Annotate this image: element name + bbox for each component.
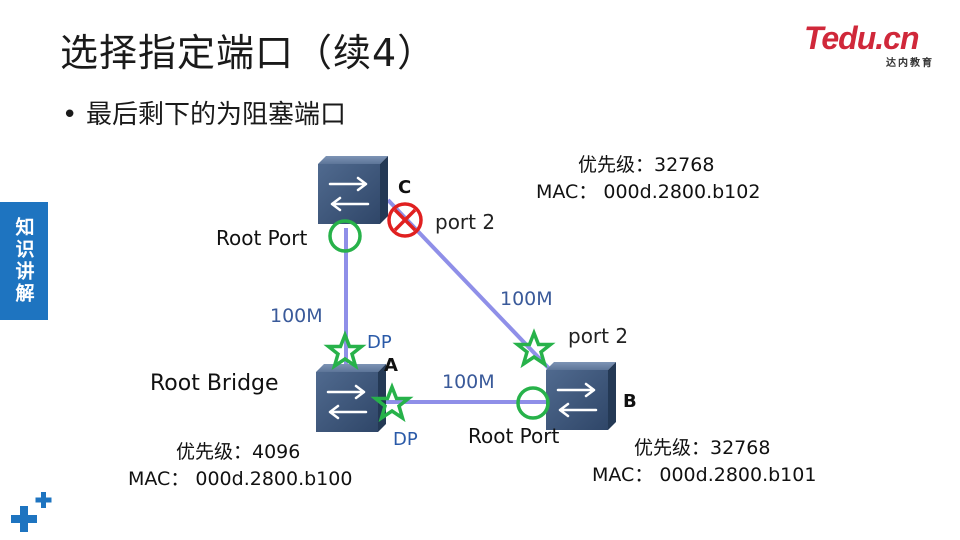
logo-text: Tedu.cn bbox=[804, 20, 919, 56]
link-label-a-b: 100M bbox=[442, 371, 495, 393]
port-label-c-root: Root Port bbox=[216, 226, 307, 250]
switch-b-icon bbox=[544, 360, 618, 432]
port-label-b-port2: port 2 bbox=[568, 324, 628, 348]
switch-b-letter: B bbox=[623, 391, 637, 412]
logo: Tedu.cn 达内教育 bbox=[804, 20, 944, 69]
switch-a-mac: MAC： 000d.2800.b100 bbox=[128, 468, 352, 490]
bullet-dot: • bbox=[62, 100, 78, 130]
logo-subtext: 达内教育 bbox=[886, 58, 934, 69]
switch-b-mac: MAC： 000d.2800.b101 bbox=[592, 464, 816, 486]
blocked-port-marker bbox=[387, 202, 423, 238]
root-port-marker-c bbox=[328, 219, 362, 253]
bullet-item: • 最后剩下的为阻塞端口 bbox=[62, 94, 346, 131]
switch-c-mac: MAC： 000d.2800.b102 bbox=[536, 181, 760, 203]
switch-b-priority: 优先级：32768 bbox=[634, 437, 770, 459]
port-label-c-port2: port 2 bbox=[435, 210, 495, 234]
side-tab: 知识讲解 bbox=[0, 202, 48, 320]
page-title: 选择指定端口（续4） bbox=[60, 31, 437, 75]
link-label-c-b: 100M bbox=[500, 288, 553, 310]
root-bridge-label: Root Bridge bbox=[150, 371, 279, 396]
root-port-marker-b bbox=[516, 386, 550, 420]
switch-c-letter: C bbox=[398, 177, 411, 198]
port-label-a-dp-right: DP bbox=[393, 429, 418, 450]
bullet-text: 最后剩下的为阻塞端口 bbox=[86, 100, 347, 130]
plus-decoration-icon bbox=[11, 492, 52, 532]
switch-a-priority: 优先级：4096 bbox=[176, 441, 300, 463]
switch-c-icon bbox=[316, 154, 390, 226]
port-label-b-root: Root Port bbox=[468, 424, 559, 448]
port-label-a-dp-up: DP bbox=[367, 332, 392, 353]
link-label-a-c: 100M bbox=[270, 305, 323, 327]
switch-c-priority: 优先级：32768 bbox=[578, 154, 714, 176]
switch-a-letter: A bbox=[384, 355, 398, 376]
designated-port-marker-c-to-b bbox=[515, 331, 553, 366]
